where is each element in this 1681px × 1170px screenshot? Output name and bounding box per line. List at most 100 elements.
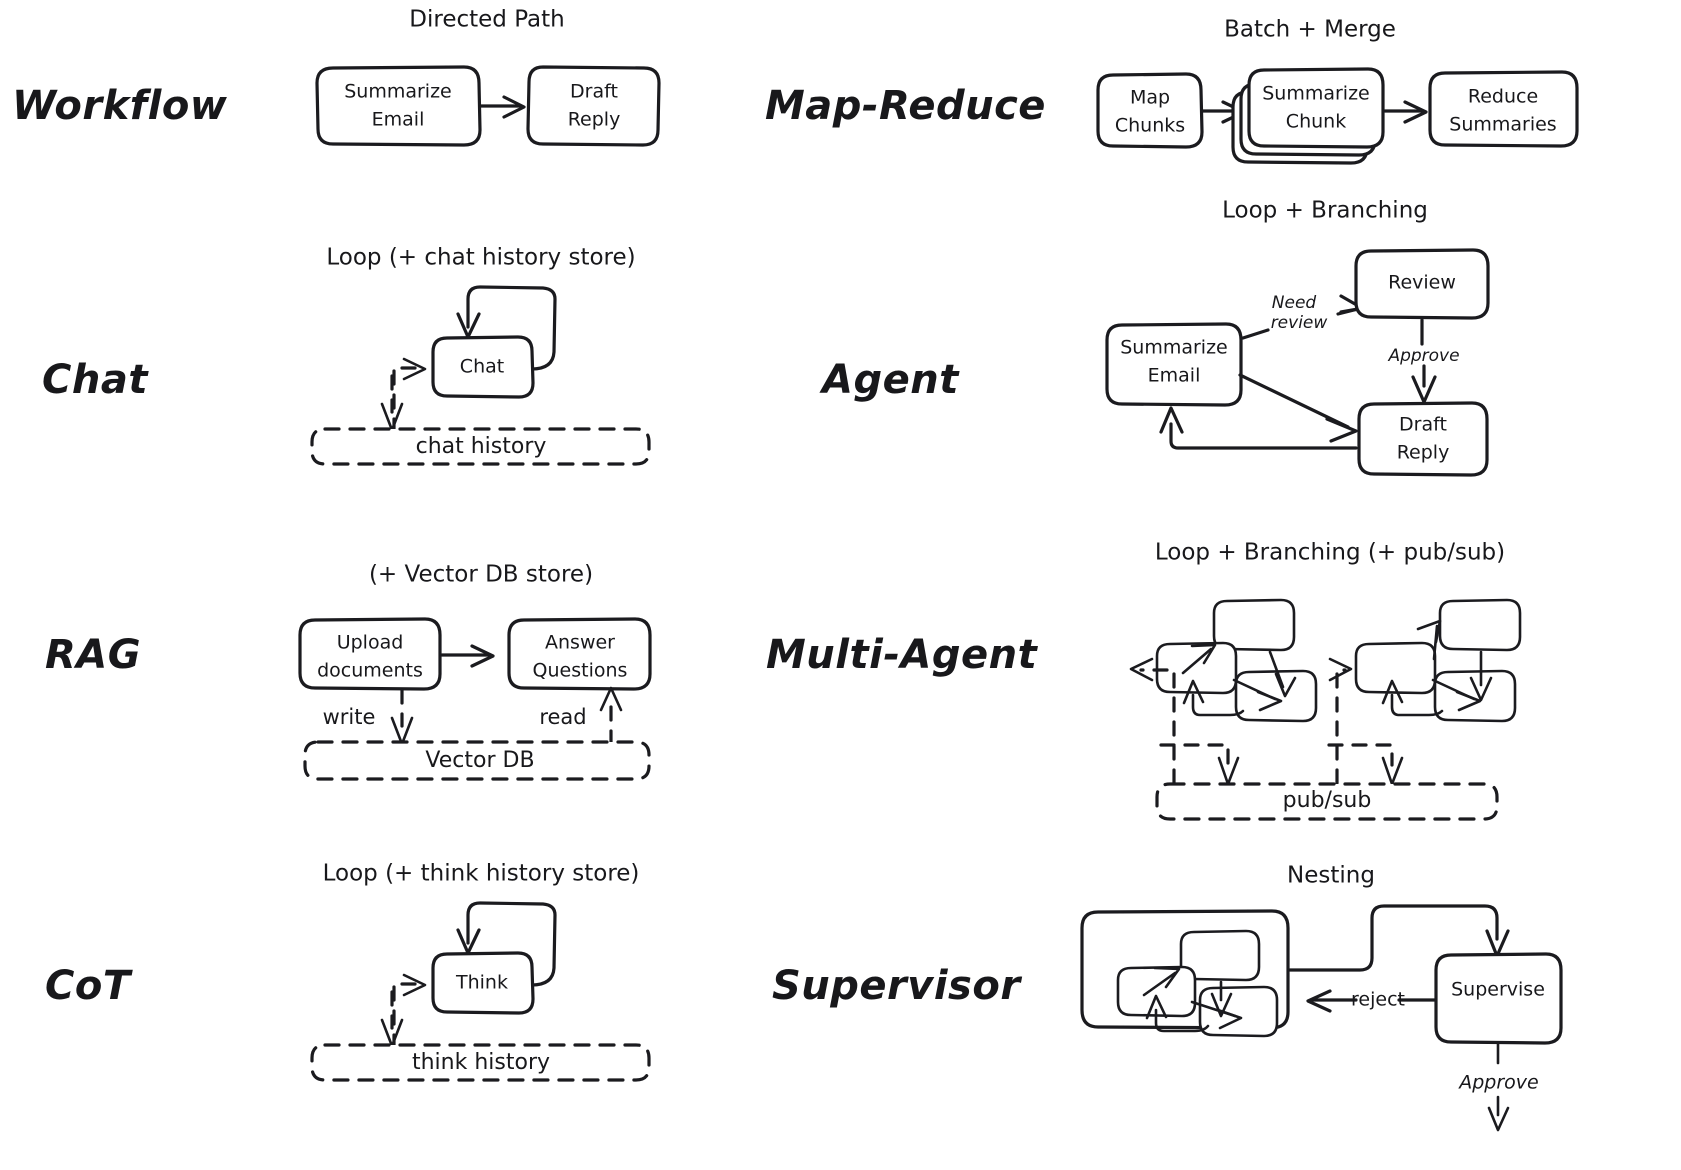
node-summarize-email-workflow[interactable]: Summarize Email (315, 65, 482, 147)
edge-summarize-to-review: Need review (1241, 293, 1364, 340)
row-label-cot: CoT (45, 963, 133, 1009)
node-label-line1: Draft (570, 81, 618, 103)
caption-vector-db: (+ Vector DB store) (369, 562, 593, 588)
node-label-line1: Upload (337, 632, 404, 654)
store-label: pub/sub (1283, 788, 1372, 813)
node-label-line2: Chunks (1115, 115, 1185, 137)
edge-sub-entry-to-sink (1190, 1000, 1243, 1030)
row-label-rag: RAG (45, 632, 141, 678)
node-upload-documents[interactable]: Upload documents (298, 617, 442, 691)
edge-label-approve-out: Approve (1457, 1072, 1539, 1094)
caption-loop-branching: Loop + Branching (1222, 198, 1428, 224)
caption-loop-chat: Loop (+ chat history store) (326, 245, 635, 271)
edge-label-review: review (1271, 313, 1328, 333)
node-label-line2: Reply (568, 109, 621, 131)
store-label: think history (412, 1050, 550, 1075)
store-chat-history[interactable]: chat history (310, 427, 651, 466)
multi-agent-cluster-a (1129, 598, 1318, 786)
row-label-chat: Chat (42, 357, 149, 403)
node-label-line2: Email (372, 109, 425, 131)
node-label-line2: Email (1148, 365, 1201, 387)
row-label-agent: Agent (819, 357, 960, 403)
node-label-line1: Summarize (344, 81, 452, 103)
node-sub-top[interactable] (1179, 929, 1261, 982)
node-label-line2: documents (317, 660, 423, 682)
caption-loop-think: Loop (+ think history store) (323, 861, 640, 887)
node-label-line2: Questions (533, 660, 628, 682)
edge-review-to-draft: Approve (1387, 318, 1460, 404)
node-chat[interactable]: Chat (431, 335, 535, 399)
node-agent-b-top[interactable] (1438, 598, 1522, 652)
node-label-line1: Draft (1399, 414, 1447, 436)
multi-agent-cluster-b (1327, 598, 1522, 786)
node-agent-a-top[interactable] (1212, 598, 1296, 652)
edge-supervise-approve: Approve (1457, 1042, 1539, 1132)
caption-batch-merge: Batch + Merge (1224, 17, 1396, 43)
edge-b-entry-to-sink (1431, 678, 1482, 712)
node-label-line1: Summarize (1120, 337, 1228, 359)
edge-b-subscribe (1328, 657, 1353, 785)
edge-chat-history-read (392, 357, 427, 434)
edge-label-read: read (539, 705, 586, 729)
node-label: Chat (460, 356, 504, 378)
store-label: chat history (416, 434, 547, 459)
edge-label-write: write (323, 705, 376, 729)
node-supervise[interactable]: Supervise (1434, 952, 1563, 1045)
node-label-line2: Reply (1397, 442, 1450, 464)
node-review[interactable]: Review (1354, 248, 1490, 320)
edge-read-from-vector-db: read (539, 686, 623, 746)
node-label: Think (455, 972, 508, 994)
node-agent-b-sink[interactable] (1433, 669, 1517, 723)
edge-a-sink-to-entry (1182, 679, 1245, 717)
edge-a-entry-to-sink (1232, 678, 1283, 712)
row-label-map-reduce: Map-Reduce (765, 83, 1046, 129)
edge-summarize-chunk-to-reduce (1383, 100, 1428, 124)
node-sub-sink[interactable] (1198, 985, 1279, 1038)
edge-summarize-to-draft (479, 95, 526, 119)
store-vector-db[interactable]: Vector DB (303, 740, 651, 781)
edge-sub-top-to-sink (1210, 980, 1233, 1018)
edge-label-need: Need (1272, 293, 1317, 313)
edge-b-entry-to-top (1416, 619, 1442, 661)
edge-b-publish (1327, 743, 1404, 786)
row-label-supervisor: Supervisor (772, 963, 1022, 1009)
node-label-line2: Chunk (1286, 111, 1346, 133)
edge-think-history-read (392, 973, 427, 1050)
edge-label-approve: Approve (1387, 346, 1459, 366)
caption-directed-path: Directed Path (409, 7, 564, 33)
row-label-multi-agent: Multi-Agent (766, 632, 1039, 678)
edge-supervise-reject: reject (1306, 989, 1442, 1013)
node-think[interactable]: Think (431, 951, 535, 1015)
edge-draft-back-to-summarize (1159, 406, 1358, 450)
store-pub-sub[interactable]: pub/sub (1155, 782, 1499, 821)
node-label-line1: Summarize (1262, 83, 1370, 105)
node-label-line1: Reduce (1468, 86, 1538, 108)
caption-nesting: Nesting (1287, 863, 1375, 889)
edge-summarize-to-draft-agent (1238, 373, 1358, 443)
node-sub-entry[interactable] (1116, 965, 1197, 1018)
node-agent-b-entry[interactable] (1354, 641, 1437, 695)
edge-chat-history-write (380, 374, 404, 432)
node-agent-a-entry[interactable] (1155, 641, 1238, 695)
node-summarize-chunk-stack[interactable]: Summarize Chunk (1231, 67, 1385, 165)
node-label-line1: Map (1130, 87, 1170, 109)
node-summarize-email-agent[interactable]: Summarize Email (1105, 322, 1243, 407)
node-map-chunks[interactable]: Map Chunks (1096, 72, 1204, 149)
node-agent-a-sink[interactable] (1234, 669, 1318, 723)
edge-a-top-to-sink (1268, 650, 1297, 698)
edge-label-reject: reject (1351, 989, 1405, 1011)
node-answer-questions[interactable]: Answer Questions (507, 617, 652, 691)
node-reduce-summaries[interactable]: Reduce Summaries (1428, 70, 1579, 148)
node-draft-reply-workflow[interactable]: Draft Reply (526, 65, 661, 147)
store-think-history[interactable]: think history (310, 1043, 651, 1082)
edge-upload-to-answer (440, 644, 495, 668)
edge-sub-entry-to-top (1142, 966, 1181, 997)
node-label-line1: Answer (545, 632, 615, 654)
edge-sub-sink-to-entry (1145, 994, 1210, 1033)
caption-loop-branching-pubsub: Loop + Branching (+ pub/sub) (1155, 540, 1505, 566)
row-label-workflow: Workflow (12, 83, 228, 129)
node-draft-reply-agent[interactable]: Draft Reply (1357, 401, 1489, 477)
edge-b-top-to-sink (1469, 650, 1493, 702)
